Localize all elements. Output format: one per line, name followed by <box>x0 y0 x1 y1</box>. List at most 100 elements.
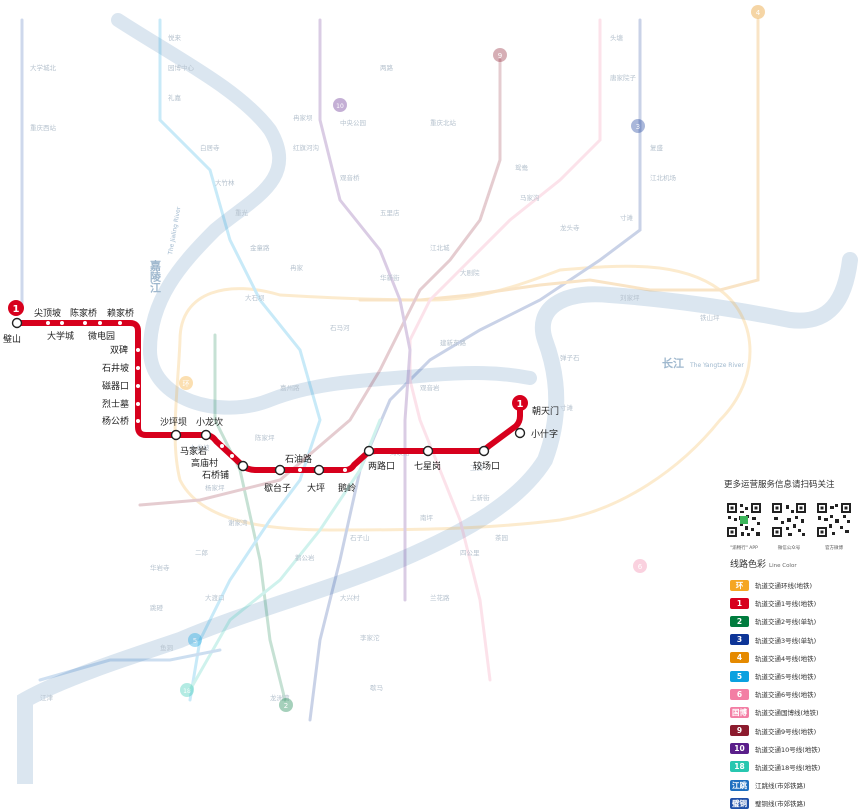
svg-text:5: 5 <box>193 637 197 645</box>
bg-label: 大石坝 <box>245 293 265 302</box>
station-dot-eling[interactable] <box>343 468 347 472</box>
station-dot-shuangbei[interactable] <box>136 348 140 352</box>
station-dot-xiaolongkan[interactable] <box>200 429 212 441</box>
station-dot-shiqiaopu[interactable] <box>237 460 249 472</box>
station-dot-bishan[interactable] <box>11 317 23 329</box>
station-dot-lianglukou[interactable] <box>363 445 375 457</box>
bg-line-3 <box>308 18 642 722</box>
bg-label: 江北机场 <box>650 173 677 182</box>
legend-item[interactable]: 国博轨道交通国博线(地铁) <box>730 703 856 721</box>
legend-line-label: 轨道交通3号线(单轨) <box>755 636 817 645</box>
legend-line-label: 轨道交通5号线(地铁) <box>755 673 817 682</box>
station-dot-xietaizi[interactable] <box>274 464 286 476</box>
legend-line-label: 轨道交通6号线(地铁) <box>755 691 817 700</box>
station-dot-majiayan[interactable] <box>220 444 224 448</box>
station-dot-jiandingpo[interactable] <box>46 321 50 325</box>
station-label-jiandingpo: 尖顶坡 <box>34 307 61 319</box>
legend-line-label: 轨道交通1号线(地铁) <box>755 600 817 609</box>
qr-code-wechat-icon[interactable] <box>771 502 807 538</box>
bg-label: 大渡口 <box>205 593 225 602</box>
faded-badge-18: 18 <box>180 683 194 697</box>
qr-item-app[interactable]: "渝畅行" APP <box>724 502 764 551</box>
line-1-stations[interactable] <box>11 317 526 476</box>
station-label-chenjiaqiao: 陈家桥 <box>70 307 97 319</box>
svg-text:9: 9 <box>498 52 502 60</box>
station-dot-ciqikou[interactable] <box>136 384 140 388</box>
station-label-shiqiaopu: 石桥铺 <box>202 469 229 481</box>
station-dot-laijiaqiao[interactable] <box>118 321 122 325</box>
qr-code-weibo-icon[interactable] <box>816 502 852 538</box>
svg-text:环: 环 <box>183 380 190 388</box>
station-dot-jiaochangkou[interactable] <box>478 445 490 457</box>
station-label-xiaoshizi: 小什字 <box>531 428 558 440</box>
station-dot-daping[interactable] <box>313 464 325 476</box>
qr-item-weibo[interactable]: 官方微博 <box>814 502 854 551</box>
bg-label: 陈家坪 <box>255 433 275 442</box>
legend-item[interactable]: 璧铜璧铜线(市郊铁路) <box>730 794 856 812</box>
qr-panel: 更多运营服务信息请扫码关注 "渝畅行" APP <box>724 478 854 551</box>
bg-label: 冉家 <box>290 263 304 272</box>
station-label-gaomiaocun: 高庙村 <box>191 457 218 469</box>
bg-label: 唐家院子 <box>610 73 637 82</box>
station-dot-yanggongqiao[interactable] <box>136 419 140 423</box>
station-dot-lieshimu[interactable] <box>136 402 140 406</box>
bg-label: 工贸 <box>470 463 484 472</box>
legend-line-label: 轨道交通2号线(单轨) <box>755 618 817 627</box>
bg-label: 头塘 <box>610 33 624 42</box>
legend-line-label: 轨道交通国博线(地铁) <box>755 709 819 718</box>
bg-label: 九龙坡 <box>190 443 210 452</box>
bg-label: 四公里 <box>460 549 480 557</box>
station-dot-shapingba[interactable] <box>170 429 182 441</box>
legend-line-badge: 5 <box>730 670 749 682</box>
legend-item[interactable]: 江跳江跳线(市郊铁路) <box>730 776 856 794</box>
legend-item[interactable]: 5 轨道交通5号线(地铁) <box>730 667 856 685</box>
legend-line-label: 轨道交通4号线(地铁) <box>755 654 817 663</box>
qr-caption-wechat: 微信公众号 <box>777 546 801 551</box>
bg-line-jiangtiao <box>38 648 222 682</box>
station-label-shuangbei: 双碑 <box>110 344 128 356</box>
faded-badge-10: 10 <box>333 98 347 112</box>
bg-label: 铁山坪 <box>700 313 720 322</box>
bg-label: 二郎 <box>195 548 209 557</box>
svg-text:3: 3 <box>636 123 640 131</box>
faded-badge-loop: 环 <box>179 376 193 390</box>
legend-line-label: 江跳线(市郊铁路) <box>755 782 806 791</box>
station-label-shapingba: 沙坪坝 <box>160 417 187 428</box>
legend-line-label: 轨道交通环线(地铁) <box>755 582 813 591</box>
bg-line-4 <box>358 18 760 302</box>
bg-label: 建新东路 <box>440 338 467 347</box>
bg-label: 复盛 <box>650 143 664 152</box>
bg-line-9 <box>138 58 502 507</box>
station-dot-daxuecheng[interactable] <box>60 321 64 325</box>
station-dot-shijingpo[interactable] <box>136 366 140 370</box>
station-label-jiaochangkou: 较场口 <box>473 460 500 472</box>
background-labels: 悦来 园博中心 礼嘉 白居寺 大竹林 重光 冉家坝 红旗河沟 观音桥 五里店 江… <box>30 33 720 702</box>
bg-label: 鹅公岩 <box>295 553 315 562</box>
station-dot-shiyoulu[interactable] <box>298 468 302 472</box>
station-dot-xiaoshizi[interactable] <box>514 427 526 439</box>
station-label-daping: 大坪 <box>307 482 325 494</box>
station-label-majiayan: 马家岩 <box>180 445 207 457</box>
bg-label: 李家沱 <box>360 633 380 642</box>
yangtze-river-name: 长江 <box>662 356 684 370</box>
metro-map[interactable]: 嘉陵江 The Jialing River 长江 The Yangtze Riv… <box>0 0 860 784</box>
qr-code-app-icon[interactable] <box>726 502 762 538</box>
station-dot-weidianyuan[interactable] <box>98 321 102 325</box>
legend-item[interactable]: 环轨道交通环线(地铁) <box>730 576 856 594</box>
station-dot-qixinggang[interactable] <box>422 445 434 457</box>
legend-line-badge: 璧铜 <box>730 797 749 809</box>
bg-label: 观音桥 <box>340 173 360 182</box>
station-dot-chenjiaqiao[interactable] <box>83 321 87 325</box>
station-dot-gaomiaocun[interactable] <box>230 454 234 458</box>
qr-item-wechat[interactable]: 微信公众号 <box>769 502 809 551</box>
bg-label: 杨家坪 <box>205 483 225 492</box>
